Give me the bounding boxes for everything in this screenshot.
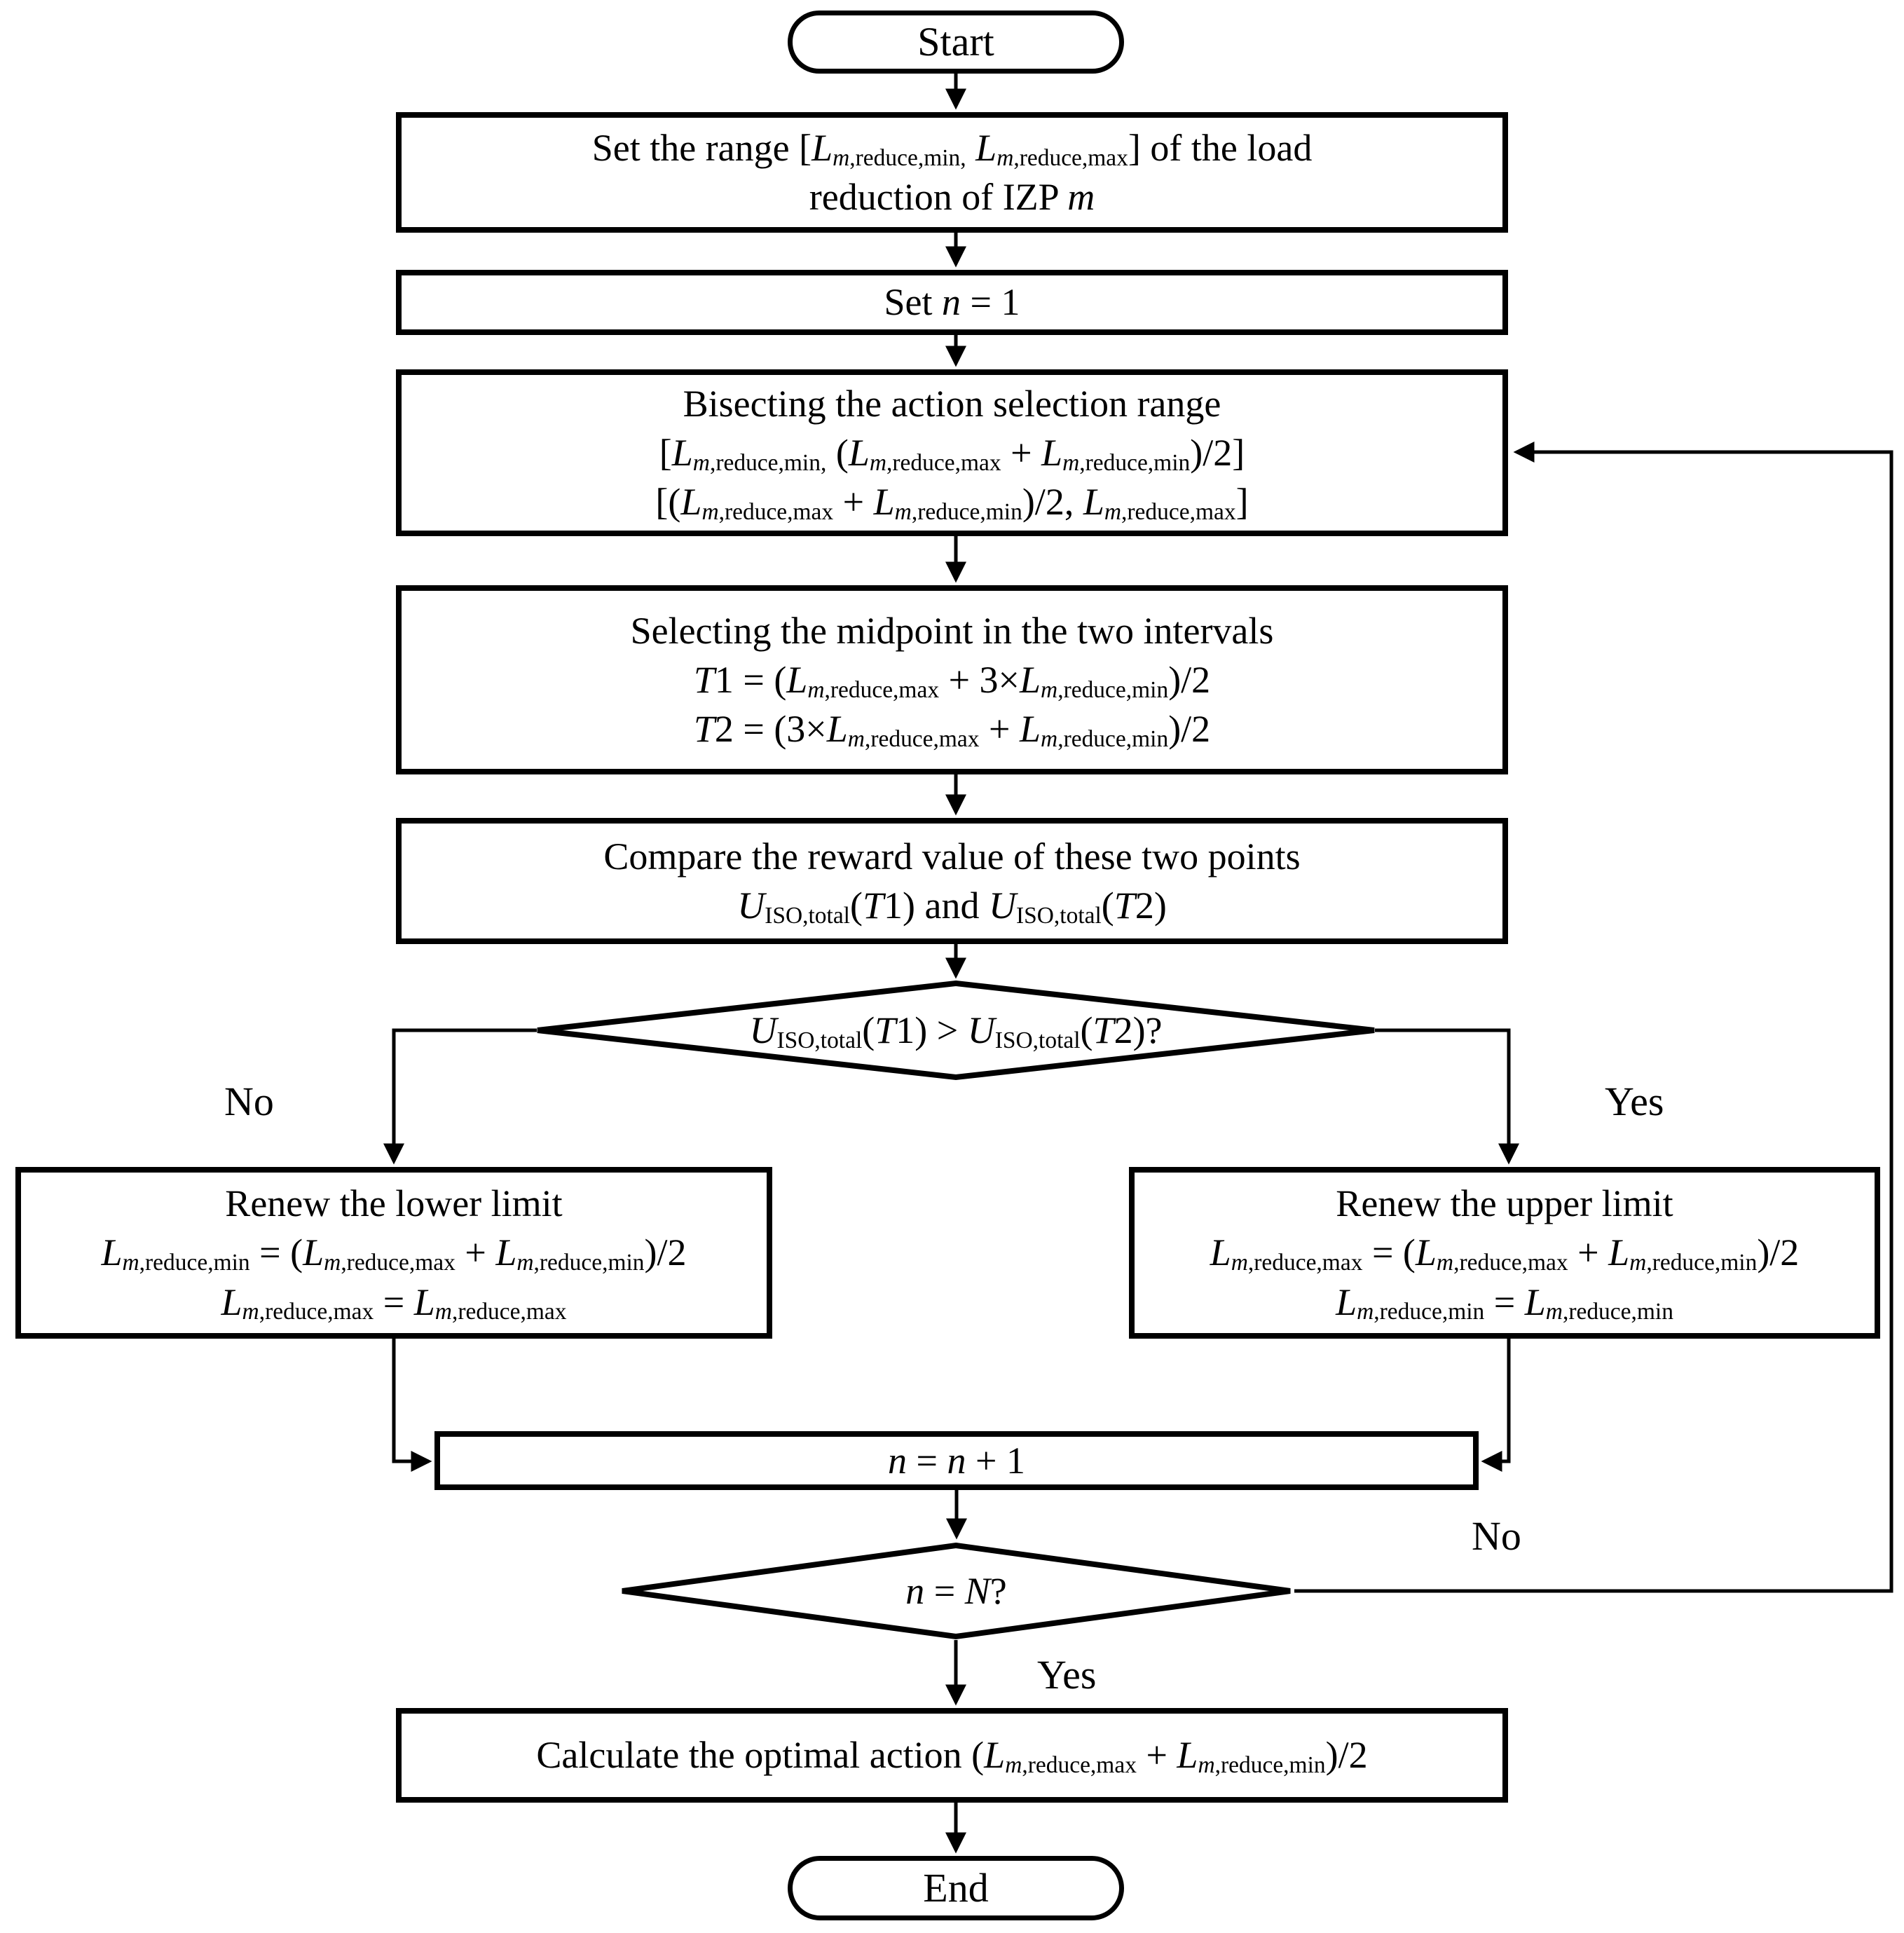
connector-decision-no-branch — [383, 1028, 537, 1165]
branch-label-yes-reward: Yes — [1605, 1079, 1664, 1124]
connector-decision-yes-branch — [1375, 1028, 1519, 1165]
branch-label-no-reward: No — [224, 1079, 274, 1124]
compare-reward-step: Compare the reward value of these two po… — [396, 818, 1508, 944]
select-midpoint-step: Selecting the midpoint in the two interv… — [396, 585, 1508, 774]
connector-upper-to-increment — [1481, 1339, 1511, 1472]
set-n-step: Set n = 1 — [396, 270, 1508, 335]
branch-label-no-iteration: No — [1472, 1513, 1521, 1559]
reward-decision-text: UISO,total(T1) > UISO,total(T2)? — [749, 1009, 1163, 1053]
iteration-decision-text: n = N? — [905, 1569, 1007, 1612]
increment-n-step: n = n + 1 — [434, 1431, 1479, 1490]
set-range-step: Set the range [Lm,reduce,min, Lm,reduce,… — [396, 112, 1508, 233]
iteration-decision: n = N? — [618, 1542, 1294, 1640]
start-label: Start — [917, 19, 994, 65]
connector-lower-to-increment — [392, 1339, 432, 1472]
end-node: End — [788, 1856, 1124, 1920]
reward-decision: UISO,total(T1) > UISO,total(T2)? — [533, 980, 1378, 1081]
start-node: Start — [788, 11, 1124, 74]
end-label: End — [923, 1865, 989, 1911]
connector-decision2-no-feedback — [1294, 442, 1893, 1593]
diamond-shape — [622, 1542, 1291, 1640]
branch-label-yes-iteration: Yes — [1037, 1652, 1097, 1698]
calculate-optimal-action-step: Calculate the optimal action (Lm,reduce,… — [396, 1708, 1508, 1803]
bisect-range-step: Bisecting the action selection range[Lm,… — [396, 369, 1508, 536]
diamond-shape — [537, 980, 1375, 1081]
